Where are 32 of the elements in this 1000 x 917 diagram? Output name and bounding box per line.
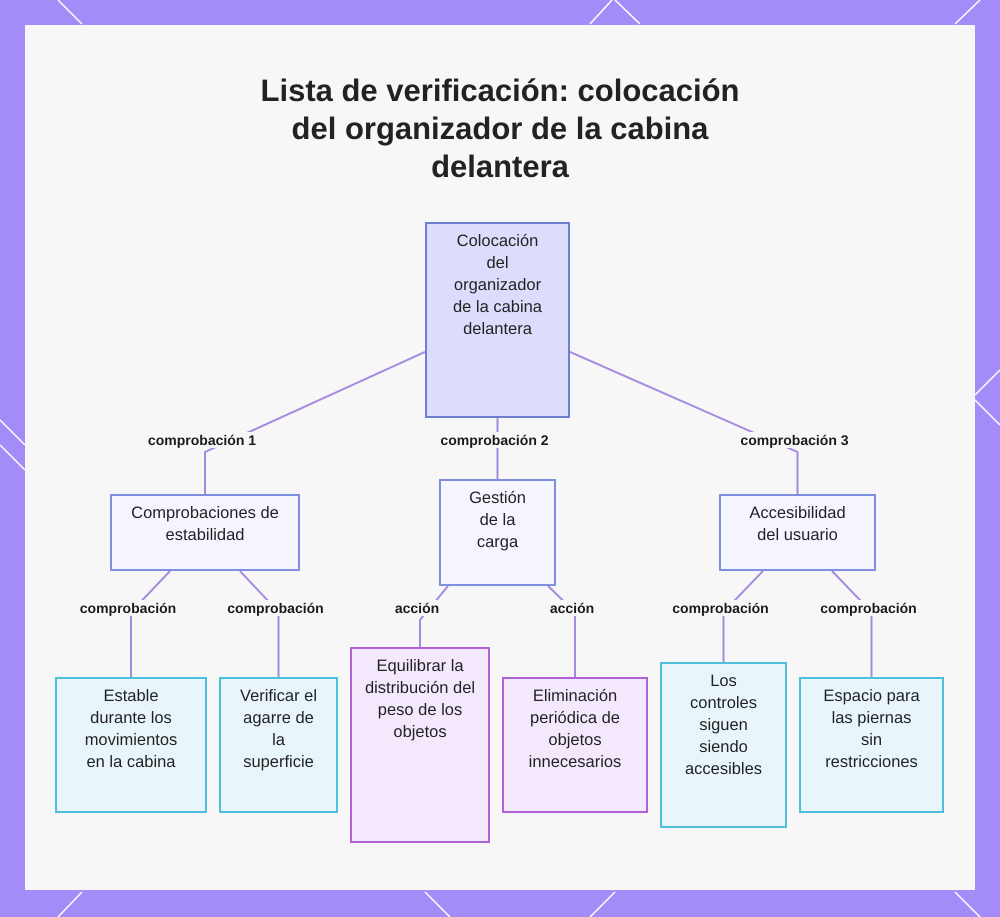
connector-line [570, 351, 798, 494]
node-text: Comprobaciones de estabilidad [130, 503, 280, 546]
node-text: Colocación del organizador de la cabina delantera [452, 231, 543, 340]
edge-label: comprobación [78, 600, 178, 616]
node-text: Espacio para las piernas sin restricciones [822, 686, 921, 773]
node-text: Eliminación periódica de objetos innecesarios [528, 686, 622, 773]
edge-label: comprobación 2 [438, 432, 551, 448]
edge-label: comprobación [225, 600, 326, 616]
process-box [799, 677, 944, 813]
edge-label: comprobación 1 [146, 432, 258, 448]
process-box [719, 494, 876, 571]
edge-label: comprobación [818, 600, 919, 616]
node-text: Gestión de la carga [468, 488, 527, 553]
edge-label: comprobación 3 [738, 432, 851, 448]
process-box [425, 222, 570, 418]
node-text: Verificar el agarre de la superficie [238, 686, 318, 773]
node-text: Los controles siguen siendo accesibles [684, 671, 764, 780]
edge-label: comprobación [670, 600, 771, 616]
process-box [660, 662, 787, 828]
process-box [350, 647, 490, 843]
process-box [502, 677, 648, 813]
process-box [219, 677, 338, 813]
edge-label: acción [548, 600, 596, 616]
node-text: Equilibrar la distribución del peso de los objetos [364, 656, 476, 743]
connector-line [204, 351, 426, 494]
edge-label: acción [392, 600, 442, 616]
node-text: Estable durante los movimientos en la cabina [84, 686, 178, 773]
process-box [55, 677, 207, 813]
process-box [110, 494, 300, 571]
node-text: Accesibilidad del usuario [748, 503, 847, 546]
process-box [439, 479, 556, 586]
diagram-title: Lista de verificación: colocación del organizador de la cabina delantera [260, 72, 740, 186]
